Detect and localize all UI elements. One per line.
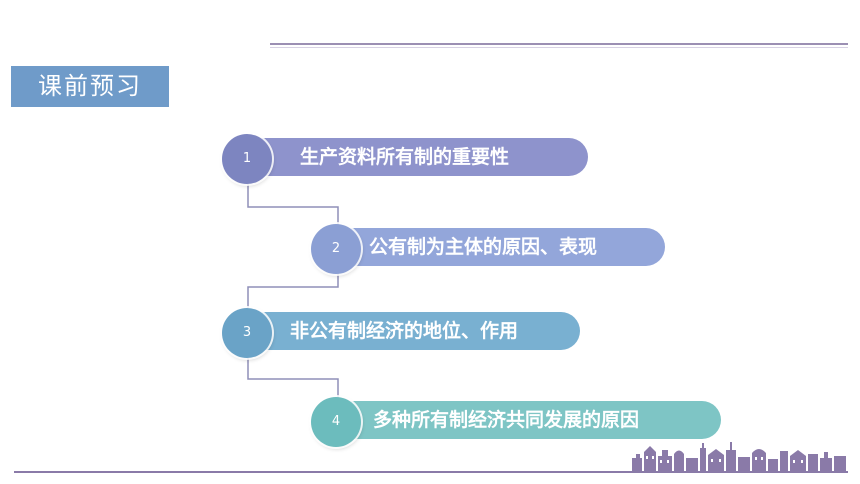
step-4-number-circle: 4 (311, 397, 361, 447)
city-skyline-icon (632, 442, 846, 471)
step-item-4: 多种所有制经济共同发展的原因 4 (311, 397, 721, 447)
step-2-number: 2 (331, 241, 341, 256)
step-4-number: 4 (331, 414, 341, 429)
section-title: 课前预习 (11, 66, 169, 107)
top-divider (270, 43, 848, 45)
step-item-2: 公有制为主体的原因、表现 2 (311, 224, 665, 274)
step-4-pill: 多种所有制经济共同发展的原因 (335, 401, 721, 439)
step-1-label: 生产资料所有制的重要性 (300, 146, 510, 168)
top-divider-thin (270, 47, 848, 48)
step-1-number-circle: 1 (222, 134, 272, 184)
step-3-pill: 非公有制经济的地位、作用 (246, 312, 580, 350)
step-item-3: 非公有制经济的地位、作用 3 (222, 308, 580, 358)
step-3-number-circle: 3 (222, 308, 272, 358)
step-3-number: 3 (242, 325, 252, 340)
step-1-number: 1 (242, 151, 252, 166)
bottom-divider (14, 471, 848, 473)
step-2-label: 公有制为主体的原因、表现 (369, 236, 598, 258)
step-2-pill: 公有制为主体的原因、表现 (335, 228, 665, 266)
step-item-1: 生产资料所有制的重要性 1 (222, 134, 588, 184)
step-3-label: 非公有制经济的地位、作用 (290, 320, 519, 342)
step-1-pill: 生产资料所有制的重要性 (246, 138, 588, 176)
step-4-label: 多种所有制经济共同发展的原因 (373, 409, 640, 431)
step-2-number-circle: 2 (311, 224, 361, 274)
